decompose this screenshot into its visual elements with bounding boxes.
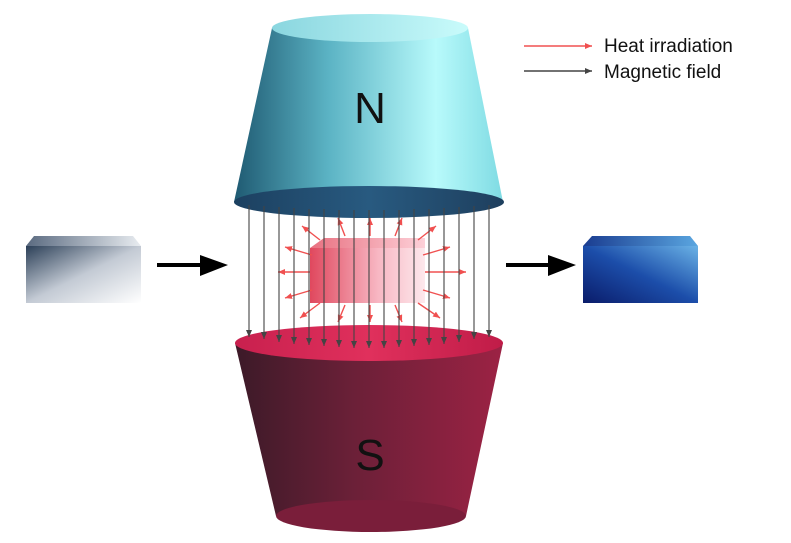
heat-arrow [422, 289, 451, 299]
south-pole: S [235, 325, 503, 532]
north-pole-label: N [354, 84, 386, 133]
heat-arrow [299, 302, 321, 319]
legend-heat-label: Heat irradiation [604, 36, 733, 57]
right-arrow-icon [157, 255, 228, 276]
heat-arrow [284, 246, 313, 256]
north-pole: N [234, 14, 504, 218]
output-block [583, 236, 698, 303]
input-block [26, 236, 141, 303]
heated-sample-block [310, 238, 425, 303]
heat-arrow [417, 225, 437, 241]
magnetic-field-lines [246, 205, 492, 348]
right-arrow-icon [506, 255, 576, 276]
legend-magnetic-label: Magnetic field [604, 62, 721, 83]
legend-item-heat: Heat irradiation [524, 36, 733, 57]
heat-arrow [284, 289, 313, 299]
heat-arrow [422, 246, 451, 256]
south-pole-label: S [355, 431, 384, 480]
legend-item-magnetic: Magnetic field [524, 62, 721, 83]
legend: Heat irradiation Magnetic field [524, 36, 733, 83]
heat-arrow [301, 225, 321, 241]
